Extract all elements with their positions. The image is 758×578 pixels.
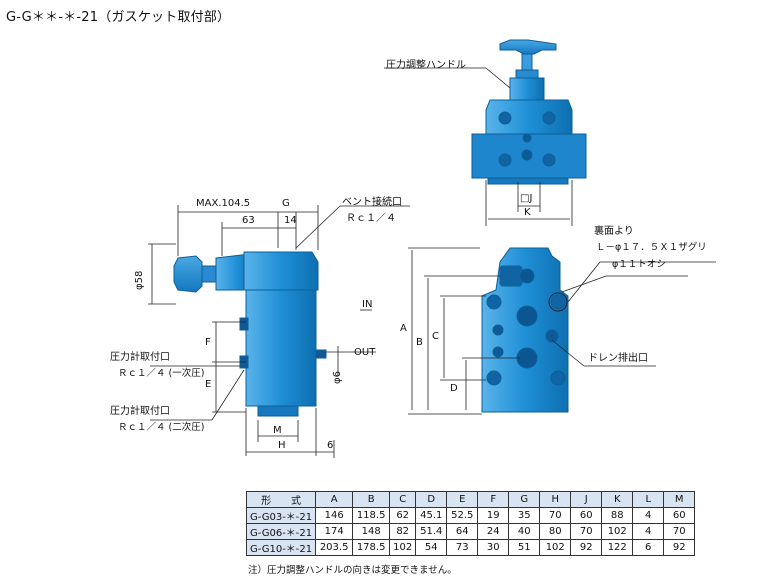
table-header-col: A: [315, 491, 354, 508]
table-row: G-G03-＊-21 146 118.5 62 45.1 52.5 19 35 …: [245, 507, 696, 524]
max-dimension-label: MAX.104.5: [196, 198, 251, 209]
table-cell: 102: [389, 539, 417, 556]
table-cell: 51.4: [415, 523, 448, 540]
six-dimension-label: 6: [327, 440, 334, 451]
table-cell: 30: [477, 539, 510, 556]
table-header-col: J: [570, 491, 603, 508]
table-cell: 102: [539, 539, 572, 556]
dia58-label: φ58: [134, 270, 145, 290]
table-cell: 148: [352, 523, 391, 540]
h-dimension-label: H: [278, 440, 286, 451]
table-cell: 73: [446, 539, 479, 556]
table-cell: 70: [570, 523, 603, 540]
dimension-table: 形 式 A B C D E F G H J K L M G-G03-＊-21 1…: [245, 491, 696, 556]
rear-view-label: 裏面より: [594, 226, 634, 237]
dim-63-label: 63: [242, 215, 255, 226]
page-title: G-G＊＊-＊-21（ガスケット取付部）: [6, 10, 231, 25]
table-cell: 122: [601, 539, 634, 556]
table-cell: 174: [315, 523, 354, 540]
dia6-label: φ6: [332, 371, 343, 384]
a-dimension-label: A: [400, 323, 407, 334]
table-header-col: H: [539, 491, 572, 508]
table-cell: 24: [477, 523, 510, 540]
j-dimension-label: □J: [520, 193, 533, 204]
side-view: [173, 251, 327, 417]
pressure-handle-label: 圧力調整ハンドル: [386, 60, 466, 71]
vent-thread-label: Ｒｃ１／４: [346, 213, 396, 224]
table-header-row: 形 式 A B C D E F G H J K L M: [245, 491, 696, 508]
vent-port-label: ベント接続口: [342, 197, 402, 208]
table-header-col: E: [446, 491, 479, 508]
table-cell: 6: [632, 539, 665, 556]
table-cell: 92: [570, 539, 603, 556]
table-cell: 4: [632, 507, 665, 524]
table-cell: 70: [663, 523, 696, 540]
out-label: OUT: [354, 347, 376, 358]
f-dimension-label: F: [205, 337, 211, 348]
table-cell: 64: [446, 523, 479, 540]
table-cell: 54: [415, 539, 448, 556]
counterbore-label: Ｌ－φ１７．５Ｘ１ザグリ: [596, 242, 707, 253]
table-cell: 51: [508, 539, 541, 556]
table-cell: 35: [508, 507, 541, 524]
table-header-col: D: [415, 491, 448, 508]
k-dimension-label: K: [524, 207, 531, 218]
table-header-col: C: [389, 491, 417, 508]
drain-port-label: ドレン排出口: [588, 353, 648, 364]
table-cell-model: G-G03-＊-21: [245, 507, 317, 524]
table-cell: 82: [389, 523, 417, 540]
table-cell: 80: [539, 523, 572, 540]
table-header-model: 形 式: [245, 491, 317, 508]
table-row: G-G10-＊-21 203.5 178.5 102 54 73 30 51 1…: [245, 539, 696, 556]
table-cell-model: G-G10-＊-21: [245, 539, 317, 556]
table-cell: 45.1: [415, 507, 448, 524]
d-dimension-label: D: [450, 383, 458, 394]
gauge-port-secondary-thread: Ｒｃ１／４ (二次圧): [118, 422, 205, 433]
table-cell: 92: [663, 539, 696, 556]
in-label: IN: [362, 299, 373, 310]
table-cell: 146: [315, 507, 354, 524]
table-header-col: L: [632, 491, 665, 508]
table-cell: 203.5: [315, 539, 354, 556]
gauge-port-secondary-label: 圧力計取付口: [110, 406, 170, 417]
table-cell: 19: [477, 507, 510, 524]
e-dimension-label: E: [205, 379, 212, 390]
m-dimension-label: M: [273, 425, 282, 436]
gauge-port-primary-thread: Ｒｃ１／４ (一次圧): [118, 368, 205, 379]
table-cell: 62: [389, 507, 417, 524]
footnote: 注）圧力調整ハンドルの向きは変更できません。: [248, 565, 457, 576]
dim-14-label: 14: [284, 215, 297, 226]
table-cell: 102: [601, 523, 634, 540]
table-cell: 88: [601, 507, 634, 524]
table-header-col: F: [477, 491, 510, 508]
c-dimension-label: C: [432, 331, 439, 342]
table-cell: 40: [508, 523, 541, 540]
b-dimension-label: B: [416, 337, 423, 348]
table-header-col: K: [601, 491, 634, 508]
g-dimension-label: G: [282, 198, 290, 209]
table-cell: 70: [539, 507, 572, 524]
table-cell: 178.5: [352, 539, 391, 556]
table-cell: 60: [663, 507, 696, 524]
table-cell-model: G-G06-＊-21: [245, 523, 317, 540]
front-view: [481, 247, 569, 413]
table-header-col: M: [663, 491, 696, 508]
gauge-port-primary-label: 圧力計取付口: [110, 352, 170, 363]
top-view: [471, 39, 587, 185]
through-hole-label: φ１１トオシ: [612, 259, 666, 270]
table-cell: 52.5: [446, 507, 479, 524]
table-header-col: G: [508, 491, 541, 508]
table-cell: 4: [632, 523, 665, 540]
table-header-col: B: [352, 491, 391, 508]
table-row: G-G06-＊-21 174 148 82 51.4 64 24 40 80 7…: [245, 523, 696, 540]
table-cell: 60: [570, 507, 603, 524]
table-cell: 118.5: [352, 507, 391, 524]
